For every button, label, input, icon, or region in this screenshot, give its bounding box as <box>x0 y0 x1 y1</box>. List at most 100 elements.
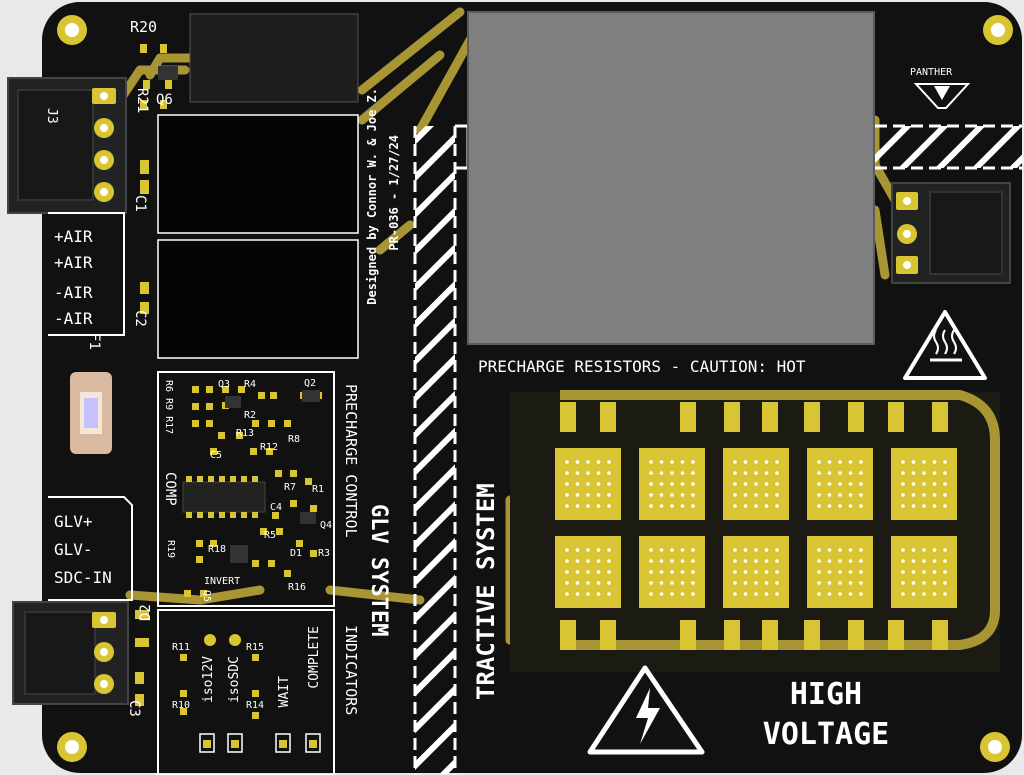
r13-ref: R13 <box>236 428 254 439</box>
thermal-via <box>775 493 779 497</box>
thermal-via <box>848 581 853 585</box>
thermal-via <box>575 570 580 574</box>
c5-ref: C5 <box>210 450 222 461</box>
thermal-via <box>691 592 695 596</box>
air-label-2: +AIR <box>54 253 93 272</box>
resistor-end-pad <box>804 402 820 432</box>
thermal-via <box>649 548 653 552</box>
thermal-via <box>922 482 926 486</box>
r8-ref: R8 <box>288 434 300 445</box>
thermal-via <box>764 548 769 552</box>
thermal-via <box>659 548 664 552</box>
thermal-via <box>901 559 905 563</box>
thermal-via <box>764 482 769 486</box>
thermal-via <box>565 581 569 585</box>
relay-top <box>189 13 359 103</box>
r15-ref: R15 <box>246 642 264 653</box>
relay-2 <box>157 239 359 359</box>
thermal-via <box>659 581 664 585</box>
thermal-via <box>733 581 737 585</box>
resistor-end-pad <box>724 402 740 432</box>
thermal-via <box>817 504 821 508</box>
thermal-via <box>575 581 580 585</box>
thermal-via <box>670 559 674 563</box>
indicator-isosdc: isoSDC <box>227 656 242 703</box>
thermal-via <box>827 581 832 585</box>
designer-line-1: Designed by Connor W. & Joe Z. <box>365 88 379 305</box>
thermal-via <box>901 460 905 464</box>
thermal-via <box>943 581 947 585</box>
thermal-via <box>817 570 821 574</box>
thermal-via <box>586 592 590 596</box>
glv-label-box <box>48 496 133 601</box>
thermal-via <box>743 559 748 563</box>
thermal-via <box>775 460 779 464</box>
thermal-via <box>565 504 569 508</box>
thermal-via <box>670 471 674 475</box>
thermal-via <box>827 570 832 574</box>
panther-logo: PANTHER <box>910 67 971 109</box>
thermal-via <box>733 548 737 552</box>
resistor-end-pad <box>848 402 864 432</box>
thermal-via <box>596 493 601 497</box>
thermal-via <box>575 504 580 508</box>
relay-1 <box>157 114 359 234</box>
thermal-via <box>859 493 863 497</box>
thermal-via <box>754 592 758 596</box>
r5-ref: R5 <box>264 530 276 541</box>
thermal-via <box>659 592 664 596</box>
thermal-via <box>764 592 769 596</box>
thermal-via <box>911 471 916 475</box>
resistor-end-pad <box>560 620 576 650</box>
thermal-via <box>775 592 779 596</box>
thermal-via <box>691 460 695 464</box>
r10-ref: R10 <box>172 700 190 711</box>
connector-air: J3 <box>7 77 127 214</box>
smd-pads-topleft <box>135 44 172 706</box>
thermal-via <box>943 493 947 497</box>
thermal-via <box>743 592 748 596</box>
thermal-via <box>775 482 779 486</box>
thermal-via <box>659 570 664 574</box>
thermal-via <box>827 504 832 508</box>
thermal-via <box>848 592 853 596</box>
air-label-box <box>48 212 125 336</box>
thermal-via <box>848 482 853 486</box>
thermal-via <box>775 471 779 475</box>
r16-ref: R16 <box>288 582 306 593</box>
thermal-via <box>838 482 842 486</box>
thermal-via <box>932 504 937 508</box>
thermal-via <box>670 581 674 585</box>
thermal-via <box>565 460 569 464</box>
resistor-end-pad <box>932 620 948 650</box>
thermal-via <box>659 471 664 475</box>
thermal-via <box>848 460 853 464</box>
thermal-via <box>586 460 590 464</box>
thermal-via <box>575 471 580 475</box>
resistor-end-pad <box>762 402 778 432</box>
thermal-via <box>922 471 926 475</box>
q6-ref: Q6 <box>156 92 173 108</box>
fuse-ref: F1 <box>86 333 102 350</box>
thermal-via <box>838 493 842 497</box>
thermal-via <box>848 570 853 574</box>
thermal-via <box>922 493 926 497</box>
thermal-via <box>670 592 674 596</box>
thermal-via <box>911 460 916 464</box>
thermal-via <box>565 482 569 486</box>
thermal-via <box>764 460 769 464</box>
thermal-via <box>691 471 695 475</box>
thermal-via <box>691 504 695 508</box>
thermal-via <box>596 460 601 464</box>
tractive-system-label: TRACTIVE SYSTEM <box>472 483 500 700</box>
thermal-via <box>932 581 937 585</box>
thermal-via <box>932 592 937 596</box>
thermal-via <box>565 592 569 596</box>
thermal-via <box>838 581 842 585</box>
thermal-via <box>743 581 748 585</box>
r11-ref: R11 <box>172 642 190 653</box>
thermal-via <box>817 482 821 486</box>
thermal-via <box>680 559 685 563</box>
thermal-via <box>649 592 653 596</box>
r20-ref: R20 <box>130 18 157 36</box>
